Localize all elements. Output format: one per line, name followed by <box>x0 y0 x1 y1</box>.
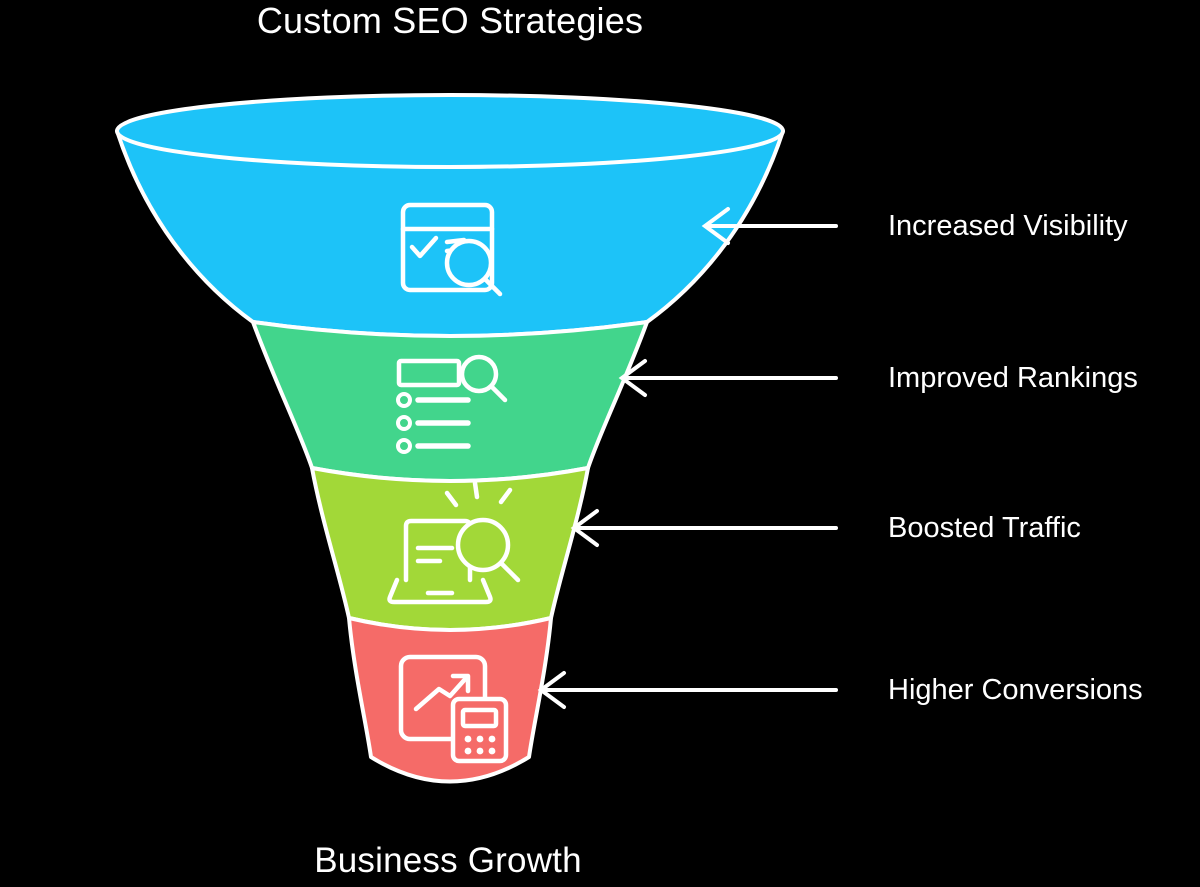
stage-label-improved-rankings: Improved Rankings <box>888 362 1138 394</box>
funnel-section-higher-conversions <box>347 616 553 784</box>
stage-label-higher-conversions: Higher Conversions <box>888 674 1143 706</box>
funnel-top-opening <box>115 93 785 169</box>
arrow-boosted-traffic <box>570 509 838 547</box>
page-title: Custom SEO Strategies <box>256 0 644 41</box>
browser-search-icon <box>400 202 503 297</box>
arrow-improved-rankings <box>618 359 838 397</box>
footer-title: Business Growth <box>314 841 582 880</box>
stage-label-increased-visibility: Increased Visibility <box>888 210 1128 242</box>
list-search-icon <box>396 354 508 454</box>
stage-label-boosted-traffic: Boosted Traffic <box>888 512 1081 544</box>
chart-calculator-icon <box>398 654 509 764</box>
arrow-higher-conversions <box>537 671 838 709</box>
funnel-sections <box>115 93 785 784</box>
laptop-search-icon <box>387 480 521 605</box>
arrow-increased-visibility <box>701 207 838 245</box>
